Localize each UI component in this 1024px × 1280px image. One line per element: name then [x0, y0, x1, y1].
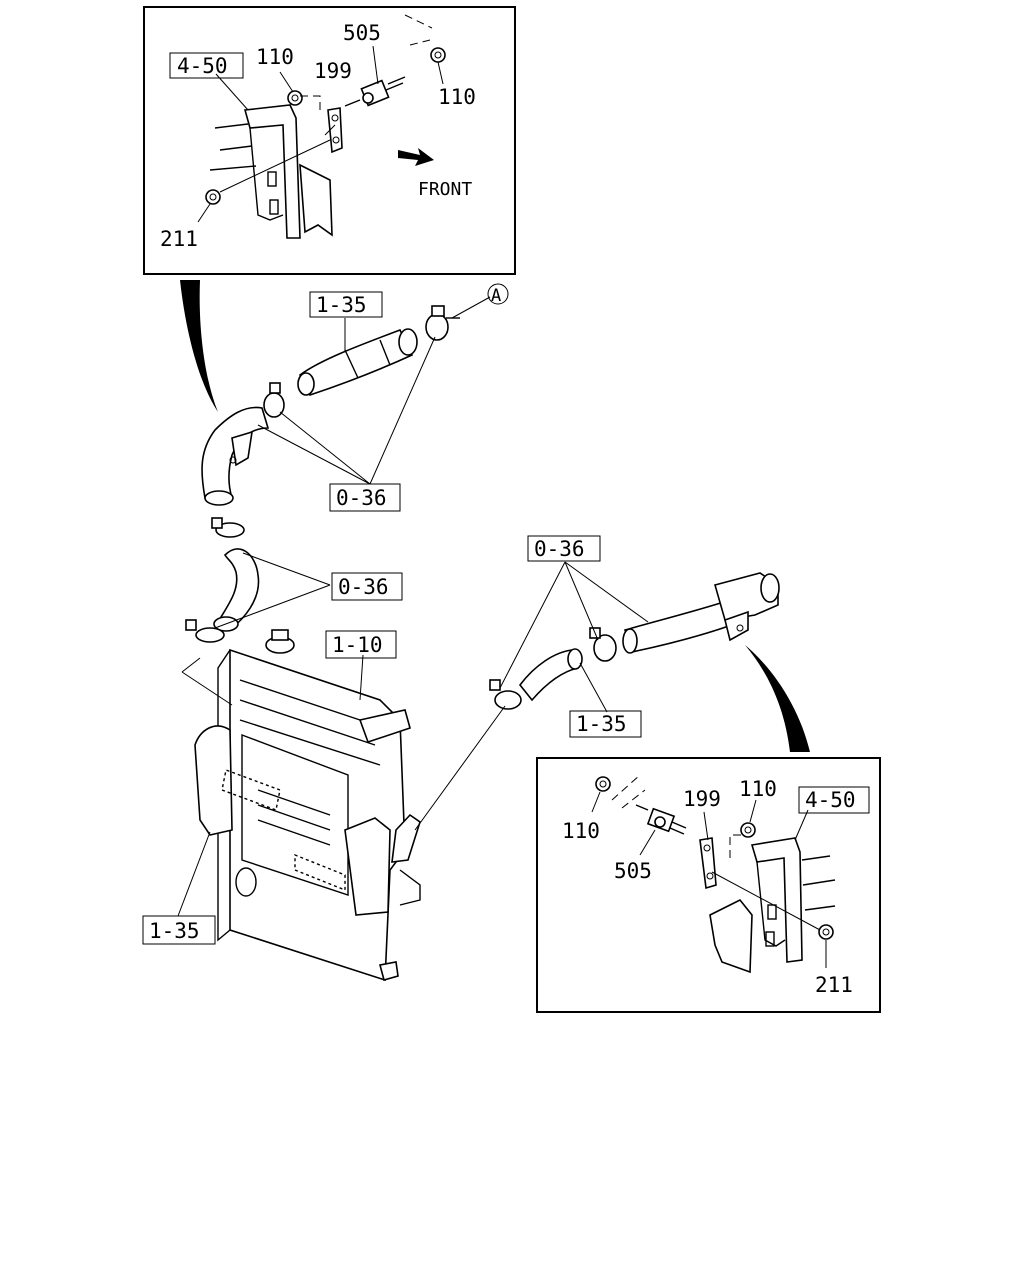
top-inset: 4-50 505 110 199 110 211 FRONT: [143, 6, 516, 275]
part-label-199-bottom: 199: [683, 787, 721, 811]
ref-label-1-35-right: 1-35: [576, 712, 627, 736]
front-arrow-icon: [398, 148, 434, 166]
hose-clamp-right-lower: [489, 679, 522, 710]
reference-marker-a-label: A: [491, 286, 501, 306]
front-direction-label: FRONT: [418, 179, 472, 200]
nut-211-top: [205, 189, 221, 205]
main-assembly: 1-35 A 0-36 0-36 0-36 1-10 1-35 1-35: [142, 283, 780, 982]
ref-label-0-36-left: 0-36: [338, 575, 389, 599]
ref-label-1-10: 1-10: [332, 633, 383, 657]
upper-hose-1-35: [297, 328, 418, 396]
top-inset-frame: [143, 6, 516, 275]
part-label-110-top-left: 110: [256, 45, 294, 69]
ref-label-0-36-right: 0-36: [534, 537, 585, 561]
bottom-inset: 110 199 110 4-50 505 211: [536, 757, 881, 1013]
ref-label-4-50-bottom: 4-50: [805, 788, 856, 812]
ref-label-4-50-top: 4-50: [177, 54, 228, 78]
part-label-110-bottom-right: 110: [739, 777, 777, 801]
sensor-505-top: [344, 76, 406, 107]
sensor-505-bottom: [635, 804, 687, 835]
nut-110-top-right: [430, 47, 446, 63]
hose-clamp-upper-right: [425, 305, 460, 341]
right-lower-hose-1-35: [518, 648, 583, 702]
ref-label-1-35-bottom: 1-35: [149, 919, 200, 943]
radiator-1-10: [194, 629, 421, 982]
hose-clamp-mid-top: [211, 517, 245, 538]
right-water-pipe: [622, 572, 780, 654]
ref-label-1-35-top: 1-35: [316, 293, 367, 317]
upper-water-pipe: [201, 406, 270, 506]
part-label-211-bottom: 211: [815, 973, 853, 997]
ref-label-0-36-mid: 0-36: [336, 486, 387, 510]
reference-marker-a: [487, 283, 509, 305]
part-label-505-bottom: 505: [614, 859, 652, 883]
part-label-211-top: 211: [160, 227, 198, 251]
hose-clamp-upper-left: [263, 382, 285, 418]
nut-110-bottom-left: [595, 776, 611, 792]
nut-110-top-left: [287, 90, 303, 106]
part-label-110-bottom-left: 110: [562, 819, 600, 843]
hose-clamp-right-pipe: [589, 627, 617, 662]
bottom-inset-frame: [536, 757, 881, 1013]
frame-bracket-top: [209, 104, 333, 239]
detail-pointer-top: [180, 280, 218, 412]
nut-110-bottom-right: [740, 822, 756, 838]
lower-left-hose: [213, 548, 260, 632]
part-label-505-top: 505: [343, 21, 381, 45]
nut-211-bottom: [818, 924, 834, 940]
detail-pointer-bottom: [745, 645, 810, 752]
hose-clamp-mid-bottom: [185, 619, 225, 643]
part-label-199-top: 199: [314, 59, 352, 83]
part-label-110-top-right: 110: [438, 85, 476, 109]
frame-bracket-bottom: [709, 837, 836, 974]
